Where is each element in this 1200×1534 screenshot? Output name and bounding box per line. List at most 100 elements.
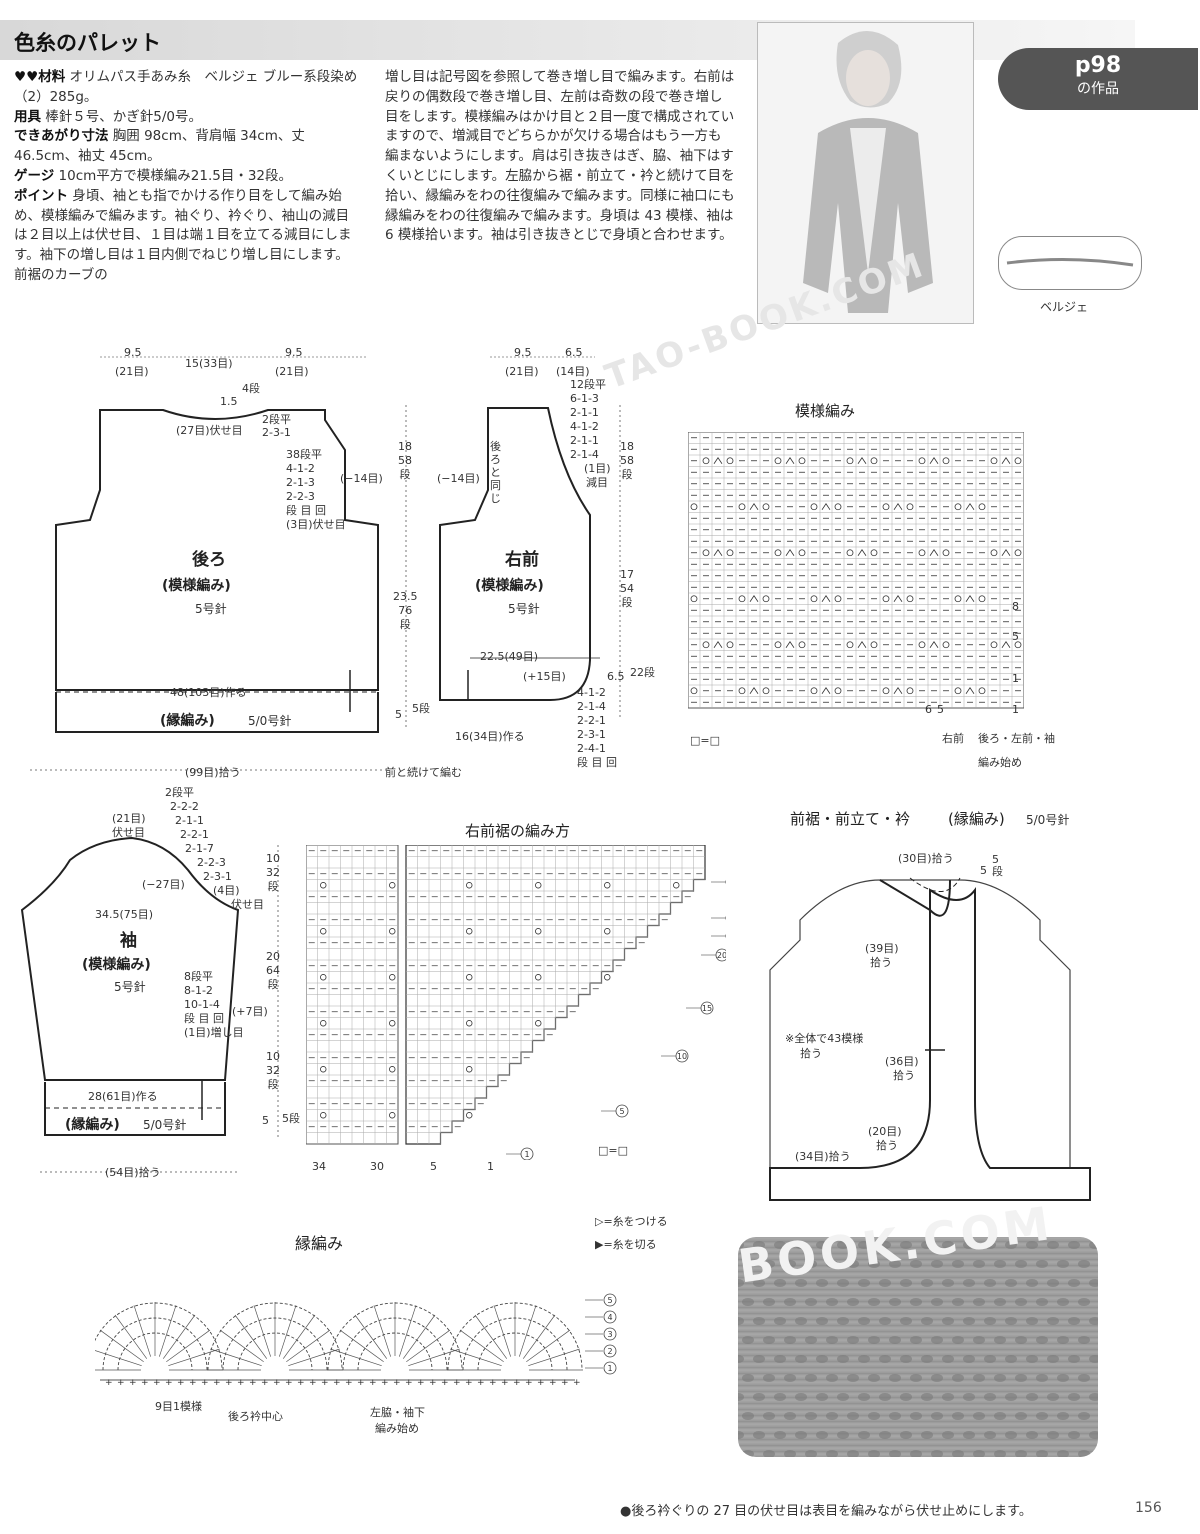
model-photo: [757, 22, 974, 324]
scallop-spoke: [95, 1350, 142, 1367]
texture-eyelet: [847, 1260, 859, 1268]
note-line: 2段平: [165, 786, 194, 799]
pattern-row-5: 5: [1012, 630, 1019, 643]
scallop-spoke: [162, 1314, 196, 1359]
sc-symbol: +: [357, 1378, 365, 1388]
texture-eyelet: [763, 1374, 775, 1382]
pattern-label-right-front: 右前: [942, 732, 964, 745]
scallop-spoke: [518, 1305, 537, 1357]
texture-eyelet: [1047, 1431, 1059, 1439]
k2tog-symbol: [749, 687, 759, 694]
texture-eyelet: [858, 1393, 870, 1401]
texture-eyelet: [784, 1412, 796, 1420]
size-label: できあがり寸法: [14, 128, 109, 145]
row-number: 4: [607, 1313, 612, 1322]
row-number: 1: [607, 1364, 612, 1373]
scallop-spoke: [210, 1348, 262, 1367]
dim: 32: [266, 1064, 280, 1077]
yo-symbol: [466, 1112, 473, 1119]
back-dim-1: 9.5: [124, 346, 142, 359]
front-name: 右前: [505, 550, 539, 570]
dim: 段: [267, 1078, 279, 1091]
texture-eyelet: [837, 1241, 849, 1249]
note-line: 2-1-3: [286, 476, 315, 489]
pattern-label-start: 編み始め: [978, 756, 1022, 769]
dim: 64: [266, 964, 280, 977]
texture-eyelet: [1005, 1393, 1017, 1401]
row-number-circle: [520, 1147, 534, 1160]
texture-eyelet: [742, 1260, 754, 1268]
note-line: 段 目 回: [286, 504, 326, 517]
texture-eyelet: [837, 1393, 849, 1401]
texture-eyelet: [921, 1279, 933, 1287]
sleeve-inc: (+7目): [232, 1005, 268, 1018]
texture-eyelet: [816, 1317, 828, 1325]
sc-symbol: +: [417, 1378, 425, 1388]
texture-eyelet: [1089, 1241, 1098, 1249]
yo-symbol: [906, 687, 914, 695]
texture-eyelet: [774, 1393, 786, 1401]
texture-eyelet: [963, 1431, 975, 1439]
page-ref-badge: p98 の作品: [998, 48, 1198, 110]
yo-symbol: [1014, 457, 1022, 465]
yo-symbol: [702, 641, 710, 649]
note-line: 伏せ目: [231, 898, 264, 911]
texture-eyelet: [931, 1298, 943, 1306]
badge-sub: の作品: [1077, 81, 1119, 97]
scallop-spoke: [526, 1329, 571, 1363]
yo-symbol: [466, 882, 473, 889]
texture-eyelet: [963, 1241, 975, 1249]
sc-symbol: +: [465, 1378, 473, 1388]
pattern-col-1: 1: [1012, 703, 1019, 716]
texture-eyelet: [847, 1336, 859, 1344]
sc-symbol: +: [381, 1378, 389, 1388]
dim: 23.5: [393, 590, 418, 603]
texture-eyelet: [952, 1260, 964, 1268]
yo-symbol: [604, 882, 611, 889]
texture-eyelet: [837, 1355, 849, 1363]
yo-symbol: [870, 641, 878, 649]
note-line: 2-1-7: [185, 842, 214, 855]
texture-eyelet: [984, 1393, 996, 1401]
yo-symbol: [798, 641, 806, 649]
texture-eyelet: [994, 1298, 1006, 1306]
scallop-spoke: [114, 1314, 148, 1359]
texture-eyelet: [858, 1279, 870, 1287]
sleeve-name: 袖: [120, 931, 137, 951]
yarn-strand: [1006, 257, 1134, 267]
back-name: 後ろ: [192, 550, 226, 570]
yo-symbol: [320, 1112, 327, 1119]
yo-symbol: [834, 595, 842, 603]
texture-eyelet: [889, 1374, 901, 1382]
yo-symbol: [604, 928, 611, 935]
texture-eyelet: [994, 1260, 1006, 1268]
band-title: 前裾・前立て・衿: [790, 810, 911, 828]
sc-symbol: +: [225, 1378, 233, 1388]
texture-eyelet: [1078, 1374, 1090, 1382]
yo-symbol: [834, 503, 842, 511]
texture-eyelet: [1015, 1450, 1027, 1457]
back-border-needle: 5/0号針: [248, 714, 292, 728]
scallop-arc: [95, 1302, 223, 1371]
yo-symbol: [954, 503, 962, 511]
yo-symbol: [535, 928, 542, 935]
texture-eyelet: [774, 1317, 786, 1325]
scallop-spoke: [99, 1329, 144, 1363]
texture-eyelet: [774, 1431, 786, 1439]
note-line: 2-3-1: [577, 728, 606, 741]
sleeve-border: (縁編み): [65, 1117, 120, 1133]
front-curve-note: 4-1-2 2-1-4 2-2-1 2-3-1 2-4-1 段 目 回: [577, 686, 617, 770]
note-line: 2-2-1: [180, 828, 209, 841]
texture-eyelet: [973, 1374, 985, 1382]
note-line: 2-3-1: [262, 426, 291, 439]
back-cast-on: 48(103目)作る: [170, 686, 247, 699]
band-p36b: 拾う: [893, 1069, 915, 1082]
note-line: 6-1-3: [570, 392, 599, 405]
scallop-spoke: [354, 1314, 388, 1359]
texture-eyelet: [1057, 1374, 1069, 1382]
texture-eyelet: [963, 1317, 975, 1325]
texture-eyelet: [994, 1336, 1006, 1344]
note-line: (1目)増し目: [184, 1026, 244, 1039]
pattern-col-5: 5: [937, 703, 944, 716]
texture-eyelet: [1005, 1431, 1017, 1439]
